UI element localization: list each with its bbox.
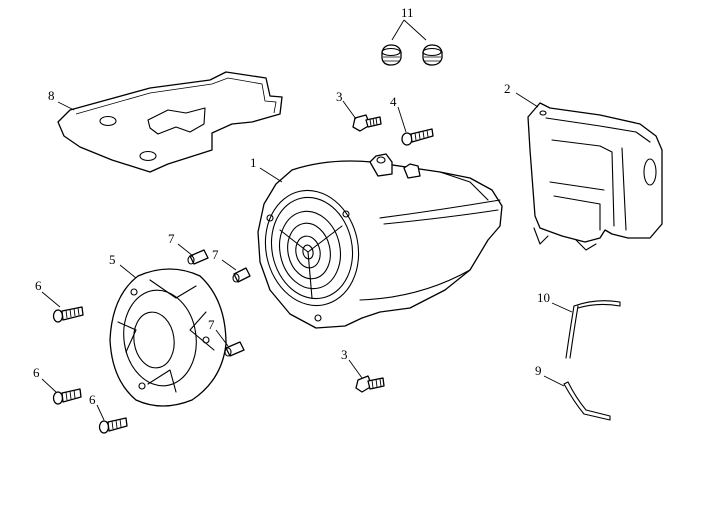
callout-10: 10 — [537, 290, 550, 305]
part-10-clip — [565, 300, 621, 359]
callout-6-a: 6 — [35, 278, 42, 293]
callout-3-lower: 3 — [341, 347, 348, 362]
callout-9: 9 — [535, 363, 542, 378]
part-3-bolt-lower — [355, 375, 385, 393]
callout-11: 11 — [401, 5, 414, 20]
part-3-bolt-upper — [352, 114, 382, 132]
callout-7-b: 7 — [212, 247, 219, 262]
callout-4: 4 — [390, 94, 397, 109]
callout-7-a: 7 — [168, 231, 175, 246]
part-6-screw-c — [98, 417, 128, 434]
callout-6-c: 6 — [89, 392, 96, 407]
callout-5: 5 — [109, 252, 116, 267]
callout-8: 8 — [48, 88, 55, 103]
part-7-sleeve-c — [224, 341, 245, 357]
callout-3-upper: 3 — [336, 89, 343, 104]
part-8-gasket — [57, 71, 283, 173]
part-7-sleeve-b — [232, 267, 251, 283]
part-2-shroud-cover — [527, 102, 663, 251]
part-6-screw-b — [52, 388, 82, 405]
callout-7-c: 7 — [208, 317, 215, 332]
part-9-clip — [563, 381, 611, 421]
part-11-grommet-right — [422, 44, 443, 66]
callout-6-b: 6 — [33, 365, 40, 380]
part-4-screw — [401, 128, 434, 146]
part-6-screw-a — [52, 306, 84, 323]
part-1-fan-housing — [257, 153, 503, 329]
callout-1: 1 — [250, 155, 257, 170]
part-7-sleeve-a — [187, 249, 209, 265]
part-5-cover-plate — [109, 268, 227, 407]
leader-lines — [41, 19, 573, 421]
part-11-grommet-left — [381, 44, 402, 66]
callout-2: 2 — [504, 81, 511, 96]
